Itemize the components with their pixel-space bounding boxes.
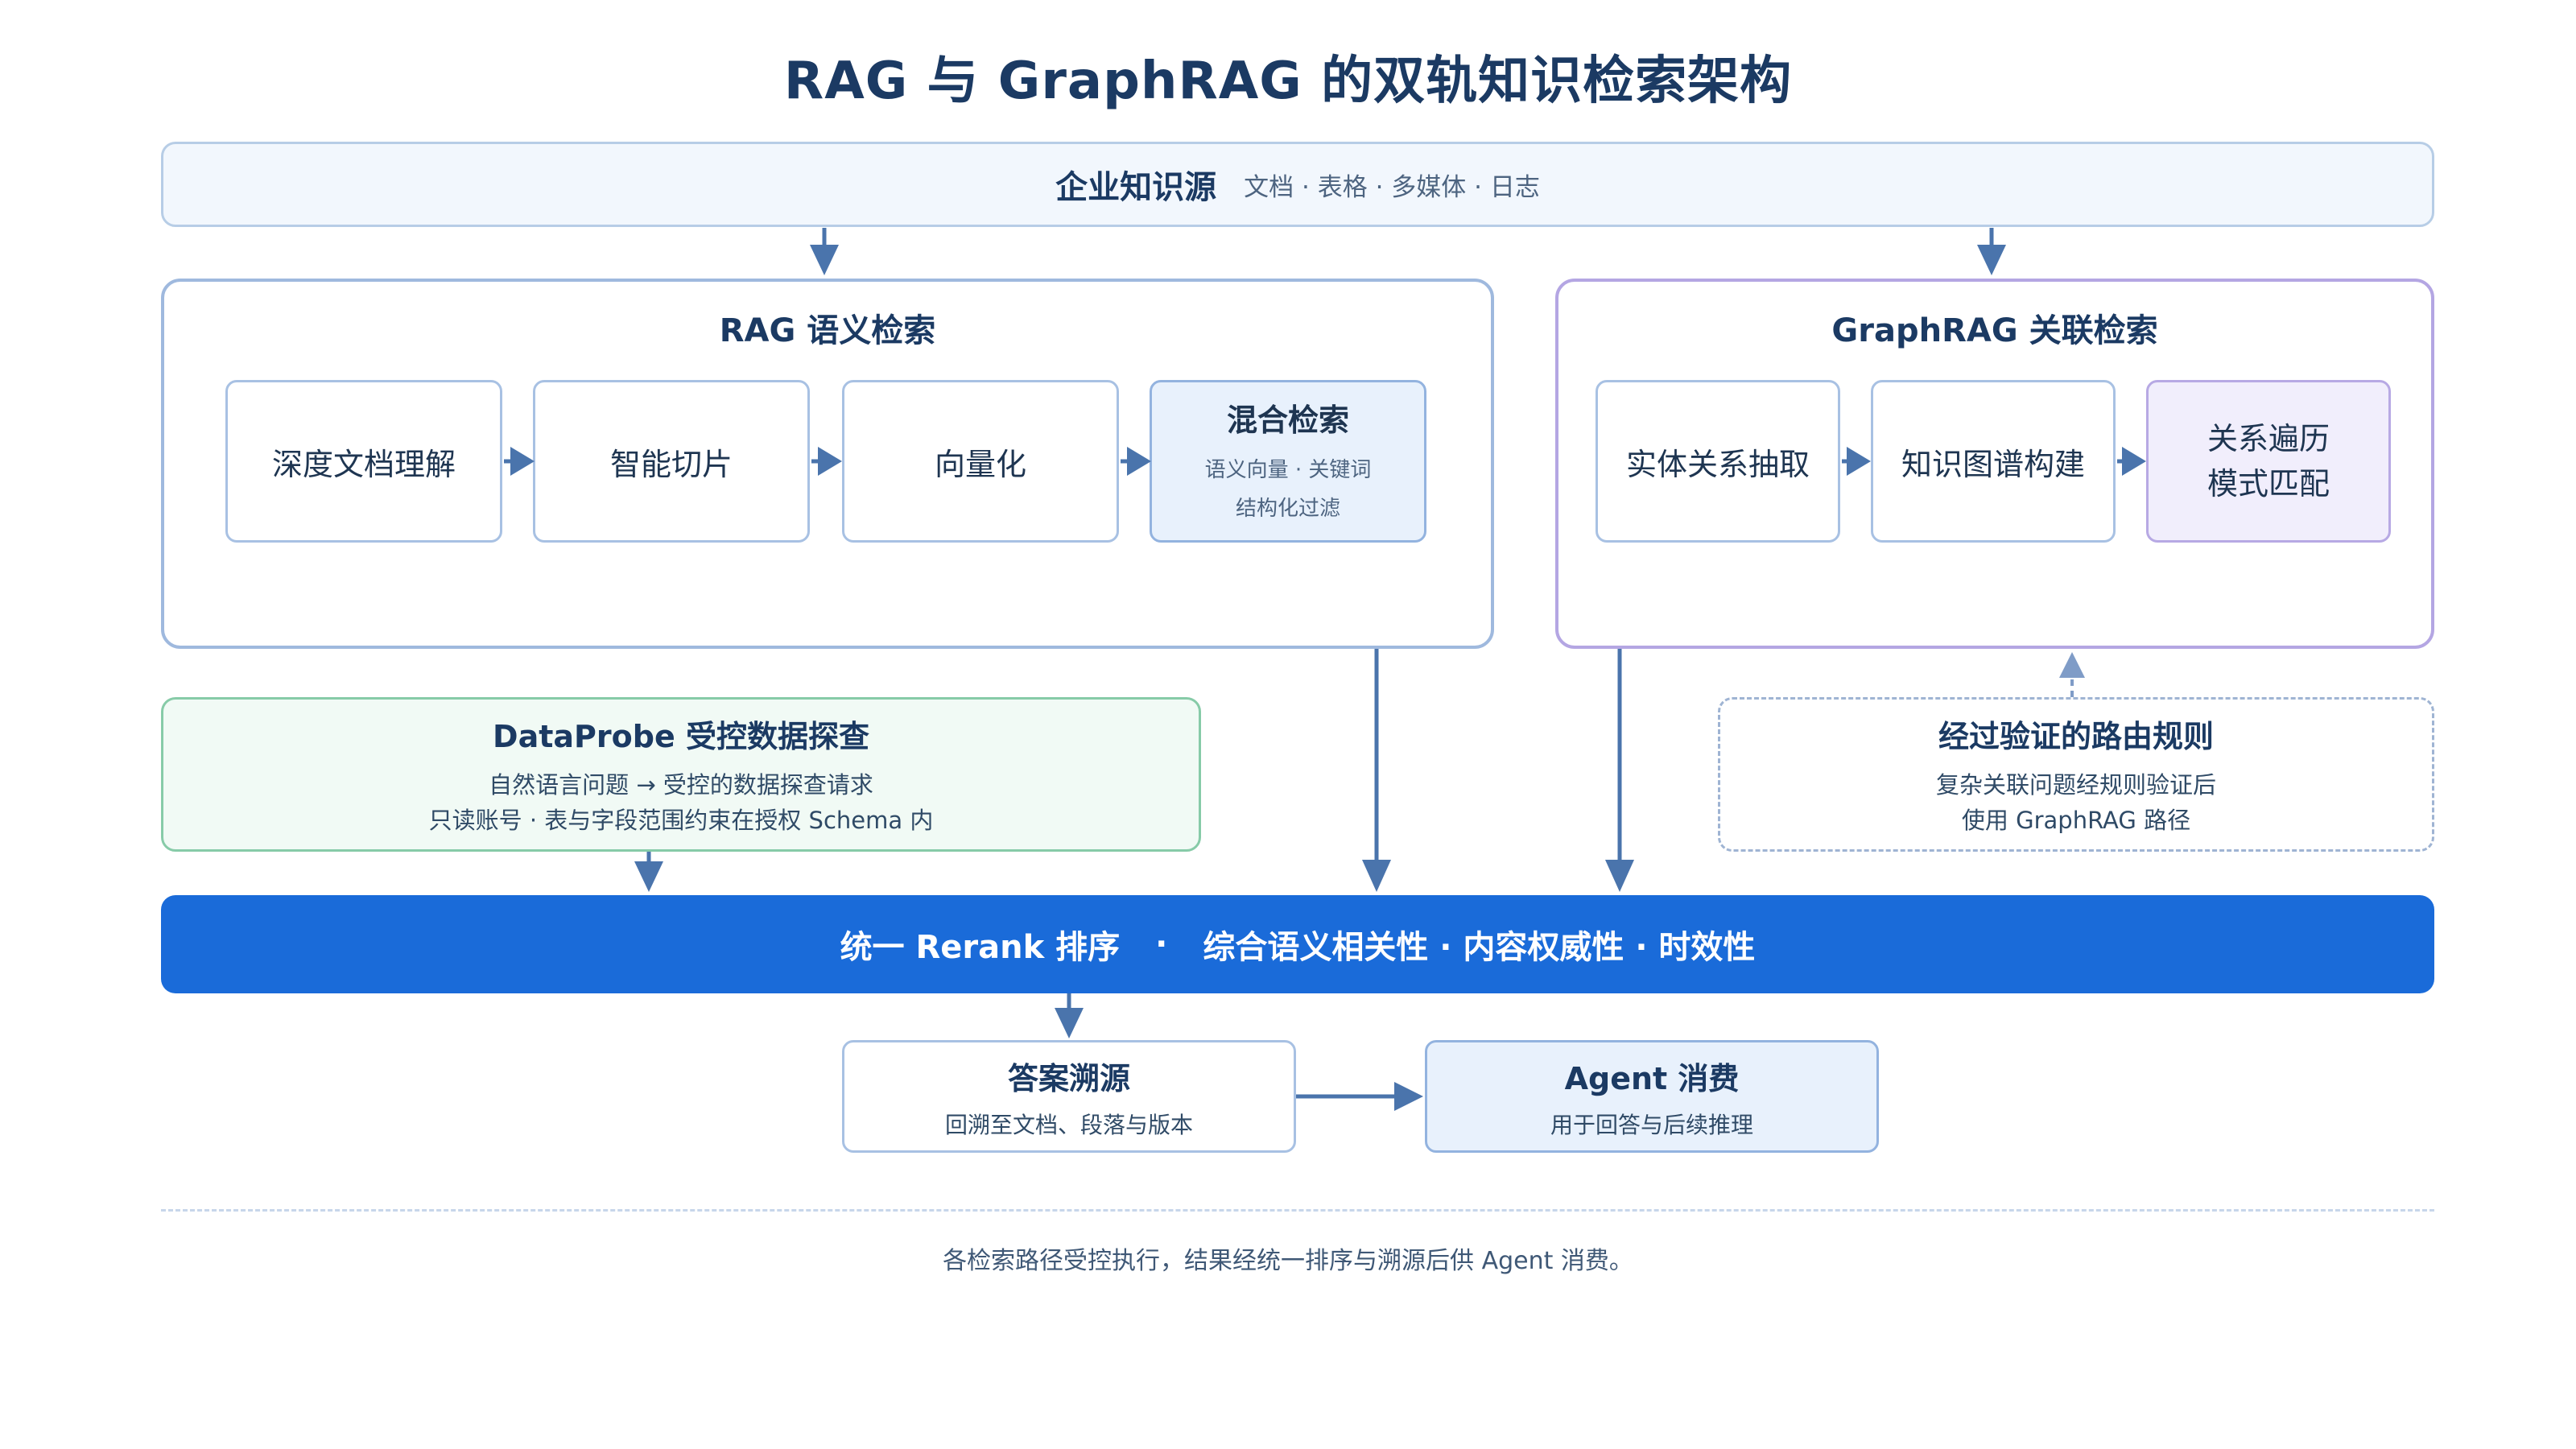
arrowhead-routing-to-graphrag [2059,652,2085,678]
arrowhead-rerank-to-trace [1055,1008,1084,1038]
step-detail-2: 结构化过滤 [1235,496,1340,521]
rag-step-chunking: 智能切片 [533,380,810,543]
step-label: 向量化 [934,446,1026,482]
arrowhead-trace-to-agent [1394,1082,1423,1111]
agent-consume-sub: 用于回答与后续推理 [1550,1111,1753,1138]
step-detail-1: 语义向量 · 关键词 [1204,457,1372,482]
routing-rules-line-2: 使用 GraphRAG 路径 [1961,806,2191,834]
page-title: RAG 与 GraphRAG 的双轨知识检索架构 [783,52,1793,111]
rerank-bar: 统一 Rerank 排序 · 综合语义相关性 · 内容权威性 · 时效性 [161,895,2434,993]
answer-trace-sub: 回溯至文档、段落与版本 [944,1111,1193,1138]
step-label: 实体关系抽取 [1625,446,1810,482]
footer-note: 各检索路径受控执行，结果经统一排序与溯源后供 Agent 消费。 [943,1247,1633,1275]
rag-step-vectorization: 向量化 [842,380,1119,543]
agent-consume-box: Agent 消费 用于回答与后续推理 [1425,1040,1879,1153]
answer-trace-title: 答案溯源 [1007,1060,1130,1096]
graph-step-traversal-matching: 关系遍历 模式匹配 [2146,380,2391,543]
step-label: 深度文档理解 [271,446,456,482]
step-label: 智能切片 [609,446,733,482]
graphrag-panel-title: GraphRAG 关联检索 [1831,312,2158,349]
dataprobe-title: DataProbe 受控数据探查 [493,718,869,754]
arrowhead-graph-step-1-2 [1847,447,1871,476]
arrowhead-rag-step-3-4 [1127,447,1151,476]
dataprobe-line-2: 只读账号 · 表与字段范围约束在授权 Schema 内 [428,806,934,834]
arrowhead-rag-step-1-2 [510,447,535,476]
graph-step-kg-construction: 知识图谱构建 [1871,380,2116,543]
graph-step-entity-extraction: 实体关系抽取 [1596,380,1840,543]
arrowhead-rag-step-2-3 [818,447,842,476]
step-label: 知识图谱构建 [1901,446,2085,482]
arrowhead-source-to-rag [810,245,839,275]
arrowhead-dataprobe-to-rerank [634,861,663,892]
arrowhead-rag-to-rerank [1362,860,1391,892]
routing-rules-box: 经过验证的路由规则 复杂关联问题经规则验证后 使用 GraphRAG 路径 [1718,697,2434,852]
knowledge-source-items: 文档 · 表格 · 多媒体 · 日志 [1244,172,1540,202]
rerank-separator: · [1155,926,1168,963]
rag-panel-title: RAG 语义检索 [719,312,936,349]
knowledge-source-bar: 企业知识源 文档 · 表格 · 多媒体 · 日志 [161,142,2434,227]
step-label: 混合检索 [1226,402,1349,438]
answer-trace-box: 答案溯源 回溯至文档、段落与版本 [842,1040,1296,1153]
dataprobe-box: DataProbe 受控数据探查 自然语言问题 → 受控的数据探查请求 只读账号… [161,697,1201,852]
knowledge-source-title: 企业知识源 [1055,169,1217,206]
rerank-label: 统一 Rerank 排序 [840,929,1121,966]
rerank-criteria: 综合语义相关性 · 内容权威性 · 时效性 [1203,929,1756,966]
step-label-1: 关系遍历 [2207,421,2330,456]
routing-rules-line-1: 复杂关联问题经规则验证后 [1935,770,2216,799]
rag-step-doc-understanding: 深度文档理解 [225,380,502,543]
footer-divider [161,1209,2434,1212]
routing-rules-title: 经过验证的路由规则 [1938,718,2214,754]
arrowhead-graph-step-2-3 [2122,447,2146,476]
agent-consume-title: Agent 消费 [1564,1060,1740,1096]
step-label-2: 模式匹配 [2207,466,2330,502]
arrowhead-source-to-graphrag [1977,245,2006,275]
arrowhead-graphrag-to-rerank [1605,860,1634,892]
dataprobe-line-1: 自然语言问题 → 受控的数据探查请求 [489,770,873,799]
